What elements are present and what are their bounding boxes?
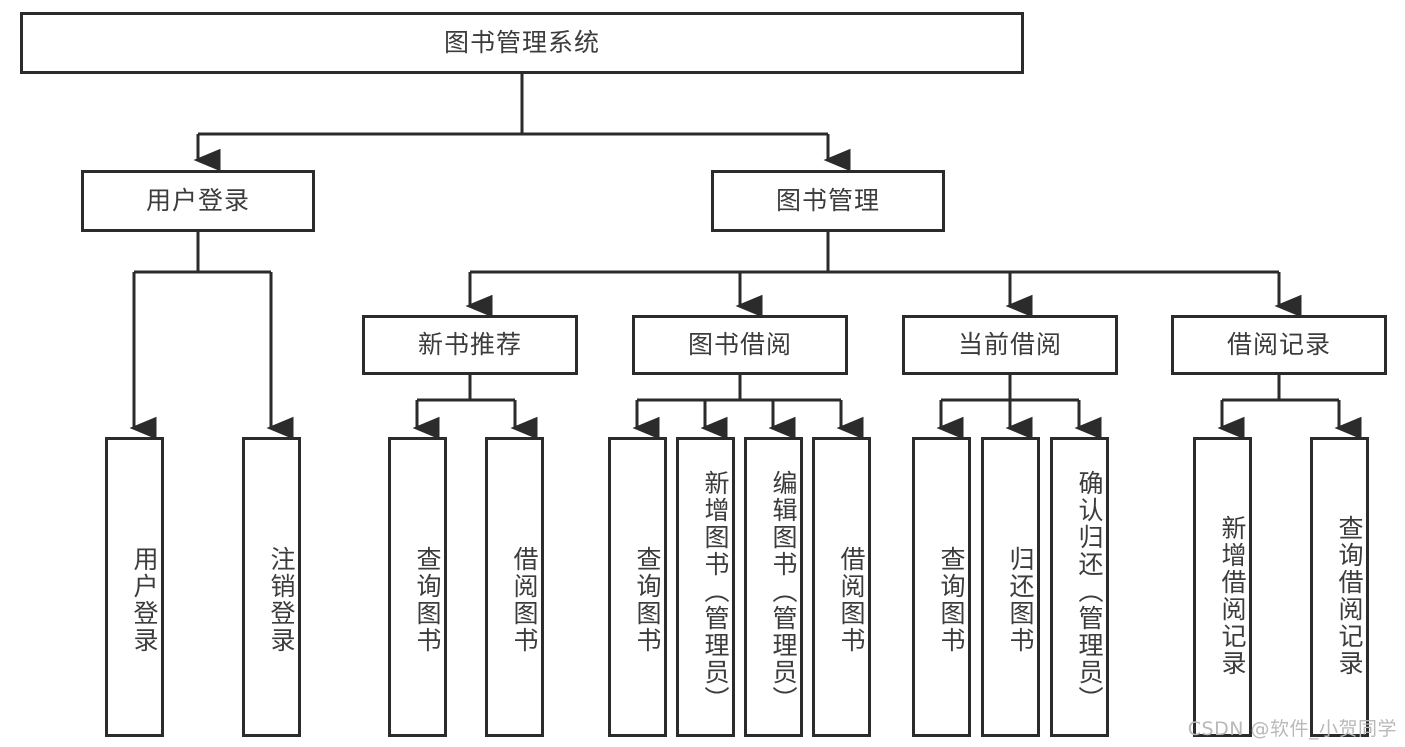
leaf-confirm-return-admin[interactable]: 确认归还（管理员） bbox=[1050, 437, 1109, 737]
leaf-query-book-borrow[interactable]: 查询图书 bbox=[608, 437, 667, 737]
node-label: 用户登录 bbox=[145, 186, 250, 216]
node-current-borrow[interactable]: 当前借阅 bbox=[902, 315, 1118, 375]
node-label: 确认归还（管理员） bbox=[1075, 469, 1104, 713]
leaf-query-book-recommend[interactable]: 查询图书 bbox=[388, 437, 447, 737]
node-label: 借阅图书 bbox=[837, 546, 866, 654]
leaf-borrow-book-recommend[interactable]: 借阅图书 bbox=[485, 437, 544, 737]
node-label: 用户登录 bbox=[130, 546, 159, 654]
node-label: 注销登录 bbox=[267, 546, 296, 654]
node-label: 借阅图书 bbox=[510, 546, 539, 654]
node-label: 归还图书 bbox=[1006, 546, 1035, 654]
node-label: 查询图书 bbox=[413, 546, 442, 654]
node-label: 查询图书 bbox=[633, 546, 662, 654]
leaf-borrow-book[interactable]: 借阅图书 bbox=[812, 437, 871, 737]
leaf-add-book-admin[interactable]: 新增图书（管理员） bbox=[676, 437, 735, 737]
leaf-return-book[interactable]: 归还图书 bbox=[981, 437, 1040, 737]
node-user-login[interactable]: 用户登录 bbox=[81, 170, 315, 232]
node-label: 新增借阅记录 bbox=[1218, 515, 1247, 677]
node-label: 图书管理系统 bbox=[443, 28, 600, 58]
leaf-user-login[interactable]: 用户登录 bbox=[105, 437, 164, 737]
node-label: 图书借阅 bbox=[687, 330, 792, 360]
leaf-logout-login[interactable]: 注销登录 bbox=[242, 437, 301, 737]
node-label: 借阅记录 bbox=[1226, 330, 1331, 360]
node-label: 当前借阅 bbox=[957, 330, 1062, 360]
node-label: 编辑图书（管理员） bbox=[769, 469, 798, 713]
node-label: 新书推荐 bbox=[417, 330, 522, 360]
node-book-borrow[interactable]: 图书借阅 bbox=[632, 315, 848, 375]
node-label: 查询借阅记录 bbox=[1335, 515, 1364, 677]
leaf-query-book-current[interactable]: 查询图书 bbox=[912, 437, 971, 737]
leaf-add-borrow-record[interactable]: 新增借阅记录 bbox=[1193, 437, 1252, 737]
csdn-watermark: CSDN @软件_小贺同学 bbox=[1187, 718, 1397, 740]
node-borrow-record[interactable]: 借阅记录 bbox=[1171, 315, 1387, 375]
leaf-edit-book-admin[interactable]: 编辑图书（管理员） bbox=[744, 437, 803, 737]
node-label: 查询图书 bbox=[937, 546, 966, 654]
node-new-book-recommend[interactable]: 新书推荐 bbox=[362, 315, 578, 375]
node-book-management[interactable]: 图书管理 bbox=[711, 170, 945, 232]
node-root-book-management-system[interactable]: 图书管理系统 bbox=[20, 12, 1024, 74]
node-label: 图书管理 bbox=[775, 186, 880, 216]
node-label: 新增图书（管理员） bbox=[701, 469, 730, 713]
leaf-query-borrow-record[interactable]: 查询借阅记录 bbox=[1310, 437, 1369, 737]
